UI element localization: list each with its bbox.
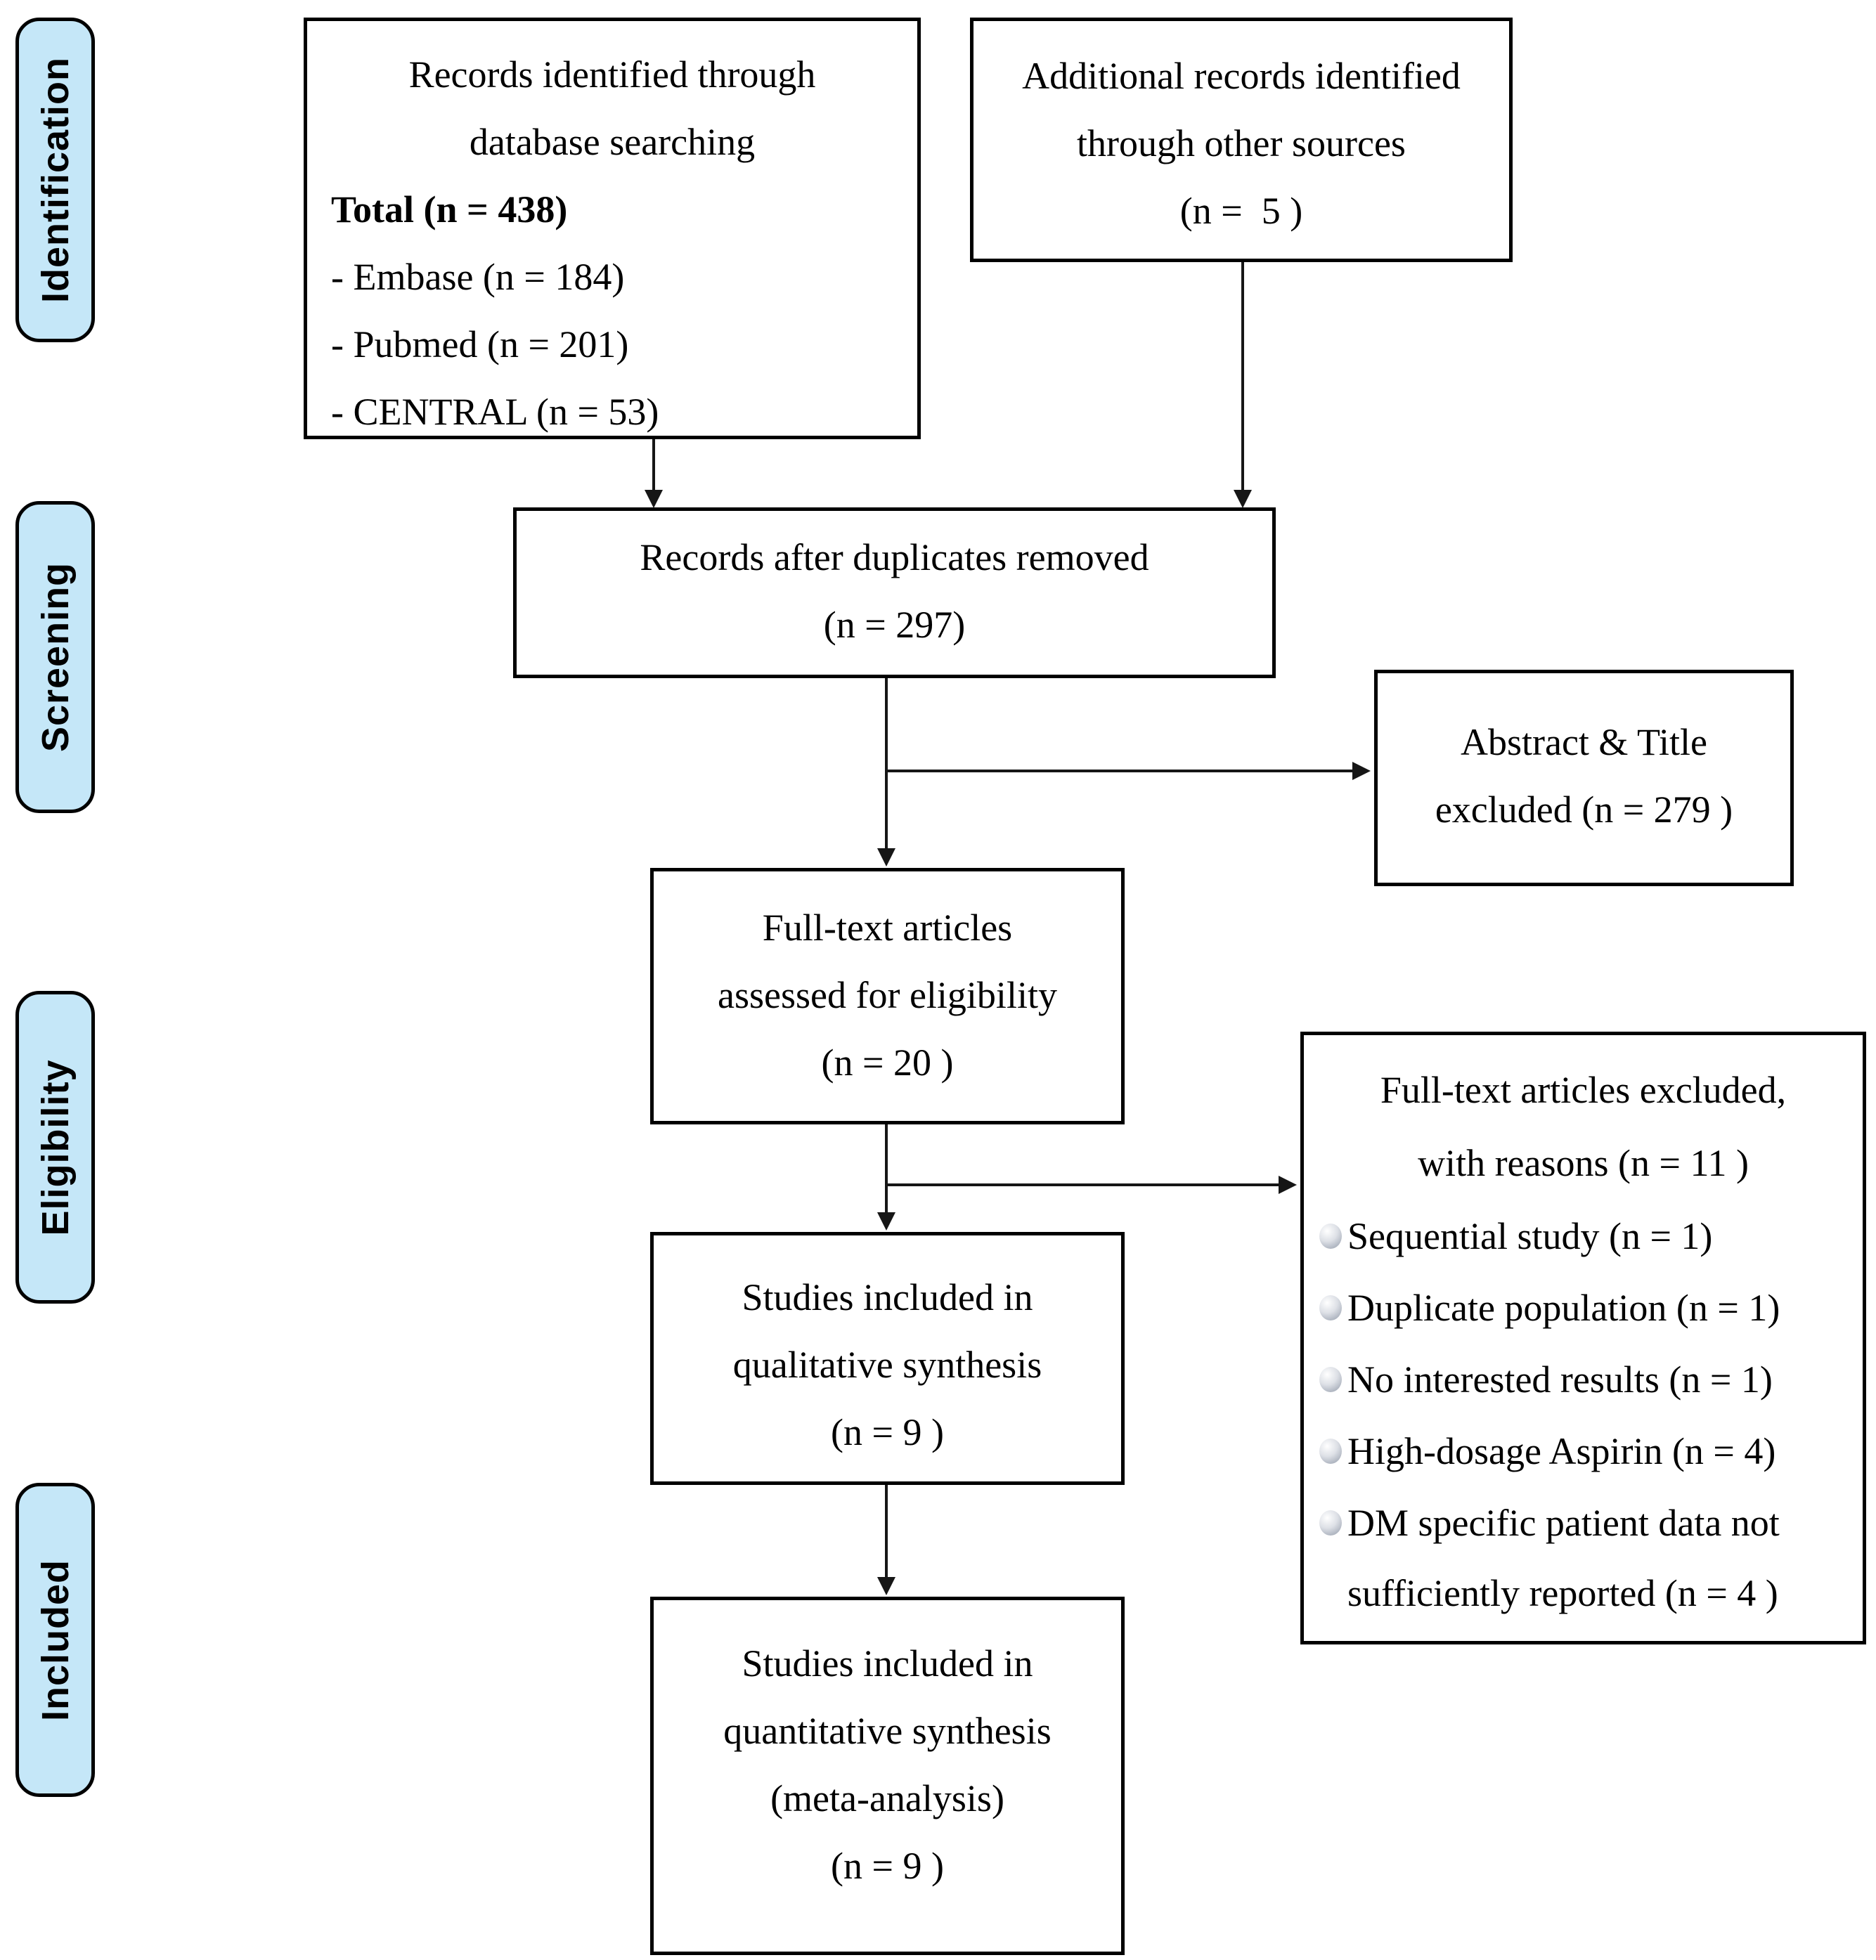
- sphere-bullet-icon: [1319, 1295, 1342, 1320]
- stage-label: Screening: [34, 562, 77, 753]
- arrowhead-right-icon: [1352, 762, 1371, 780]
- arrowhead-down-icon: [1234, 490, 1252, 508]
- box-fulltext-excluded: Full-text articles excluded, with reason…: [1300, 1032, 1866, 1644]
- stage-screening: Screening: [15, 501, 95, 813]
- box-text-line: assessed for eligibility: [718, 974, 1057, 1016]
- stage-eligibility: Eligibility: [15, 991, 95, 1304]
- box-text-line: Records after duplicates removed: [640, 536, 1149, 578]
- stage-label: Included: [34, 1559, 77, 1721]
- box-text-line: quantitative synthesis: [723, 1710, 1052, 1752]
- reason-text: Sequential study (n = 1): [1347, 1215, 1713, 1257]
- box-additional-records: Additional records identified through ot…: [970, 18, 1513, 262]
- box-text-line: - CENTRAL (n = 53): [331, 391, 659, 433]
- arrowhead-down-icon: [877, 1212, 895, 1231]
- sphere-bullet-icon: [1319, 1510, 1342, 1536]
- arrowhead-right-icon: [1279, 1176, 1297, 1194]
- connector-line: [885, 1485, 888, 1580]
- box-text-line: Full-text articles excluded,: [1380, 1069, 1787, 1111]
- arrowhead-down-icon: [877, 848, 895, 867]
- box-abstract-title-excluded: Abstract & Title excluded (n = 279 ): [1374, 670, 1794, 886]
- box-text-line: Full-text articles: [762, 907, 1013, 949]
- connector-line: [652, 439, 655, 492]
- box-text-line: Studies included in: [742, 1276, 1033, 1318]
- box-text-line: (n = 20 ): [821, 1041, 954, 1084]
- box-text-line: Abstract & Title: [1460, 721, 1708, 763]
- box-text-line: Additional records identified: [1022, 55, 1461, 97]
- connector-line: [885, 1183, 1280, 1186]
- box-records-after-duplicates: Records after duplicates removed (n = 29…: [513, 507, 1276, 678]
- exclusion-reason: DM specific patient data not sufficientl…: [1304, 1488, 1863, 1628]
- reason-text: No interested results (n = 1): [1347, 1358, 1773, 1401]
- connector-line: [885, 678, 888, 850]
- box-qualitative-synthesis: Studies included in qualitative synthesi…: [650, 1232, 1125, 1485]
- box-text-line: (n = 9 ): [831, 1845, 944, 1887]
- arrowhead-down-icon: [645, 490, 663, 508]
- exclusion-reason: Duplicate population (n = 1): [1304, 1273, 1863, 1343]
- reason-text: DM specific patient data not sufficientl…: [1347, 1502, 1790, 1614]
- sphere-bullet-icon: [1319, 1439, 1342, 1464]
- box-text-line: through other sources: [1077, 122, 1406, 164]
- connector-line: [1241, 262, 1244, 492]
- box-records-database-searching: Records identified through database sear…: [304, 18, 921, 439]
- box-fulltext-assessed: Full-text articles assessed for eligibil…: [650, 868, 1125, 1124]
- box-text-line: Studies included in: [742, 1642, 1033, 1685]
- box-text-line: (meta-analysis): [770, 1777, 1004, 1819]
- exclusion-reason: No interested results (n = 1): [1304, 1344, 1863, 1415]
- box-text-line: (n = 5 ): [1179, 190, 1303, 232]
- stage-identification: Identification: [15, 18, 95, 342]
- box-text-line: Records identified through: [408, 53, 816, 96]
- box-quantitative-synthesis: Studies included in quantitative synthes…: [650, 1597, 1125, 1955]
- box-text-line: (n = 297): [823, 604, 966, 646]
- box-text-line: - Embase (n = 184): [331, 256, 625, 298]
- box-text-line: qualitative synthesis: [732, 1344, 1042, 1386]
- sphere-bullet-icon: [1319, 1224, 1342, 1249]
- box-text-line: excluded (n = 279 ): [1435, 788, 1733, 831]
- box-text-line: database searching: [469, 121, 756, 163]
- reason-text: Duplicate population (n = 1): [1347, 1287, 1780, 1329]
- stage-included: Included: [15, 1483, 95, 1797]
- box-text-line: Total (n = 438): [331, 188, 568, 231]
- box-text-line: (n = 9 ): [831, 1411, 944, 1453]
- connector-line: [885, 770, 1353, 772]
- exclusion-reason: High-dosage Aspirin (n = 4): [1304, 1416, 1863, 1486]
- box-text-line: with reasons (n = 11 ): [1418, 1142, 1749, 1184]
- stage-label: Identification: [34, 57, 77, 303]
- connector-line: [885, 1124, 888, 1214]
- sphere-bullet-icon: [1319, 1367, 1342, 1392]
- box-text-line: - Pubmed (n = 201): [331, 323, 629, 365]
- arrowhead-down-icon: [877, 1577, 895, 1595]
- exclusion-reason: Sequential study (n = 1): [1304, 1201, 1863, 1271]
- reason-text: High-dosage Aspirin (n = 4): [1347, 1430, 1776, 1472]
- stage-label: Eligibility: [34, 1058, 77, 1236]
